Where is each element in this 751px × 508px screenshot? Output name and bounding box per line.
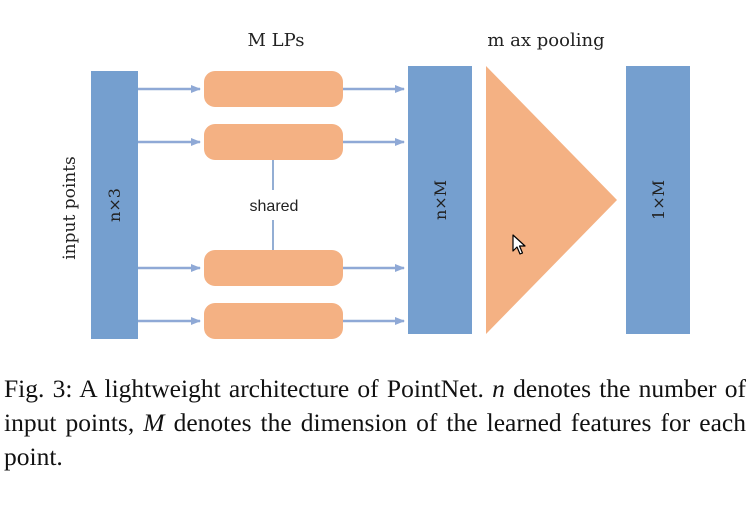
- point-features-block: [408, 66, 472, 334]
- figure-caption: Fig. 3: A lightweight architecture of Po…: [4, 372, 746, 474]
- input-points-block: [91, 71, 138, 339]
- mlp-box-1: [204, 71, 343, 107]
- mlp-box-2: [204, 124, 343, 160]
- caption-var-m: M: [143, 408, 165, 437]
- mlp-box-4: [204, 303, 343, 339]
- input-points-label: input points: [60, 156, 80, 260]
- caption-prefix: Fig. 3: A lightweight architecture of Po…: [4, 374, 493, 403]
- pointnet-architecture-diagram: M LPs m ax pooling input points n×3 shar…: [60, 30, 690, 339]
- output-block-label: 1×M: [649, 180, 668, 220]
- caption-mid-1: denotes the number of input points,: [4, 374, 746, 437]
- mouse-cursor-icon: [512, 234, 526, 255]
- max-pooling-triangle: [486, 66, 617, 334]
- mlps-label: M LPs: [248, 30, 305, 51]
- max-pooling-label: m ax pooling: [487, 30, 604, 51]
- shared-label: shared: [250, 198, 299, 215]
- input-block-label: n×3: [105, 188, 124, 222]
- feature-block-label: n×M: [431, 180, 450, 220]
- caption-var-n: n: [492, 374, 505, 403]
- caption-mid-2: denotes the dimension of the learned fea…: [4, 408, 746, 471]
- global-feature-block: [626, 66, 690, 334]
- mlp-box-3: [204, 250, 343, 286]
